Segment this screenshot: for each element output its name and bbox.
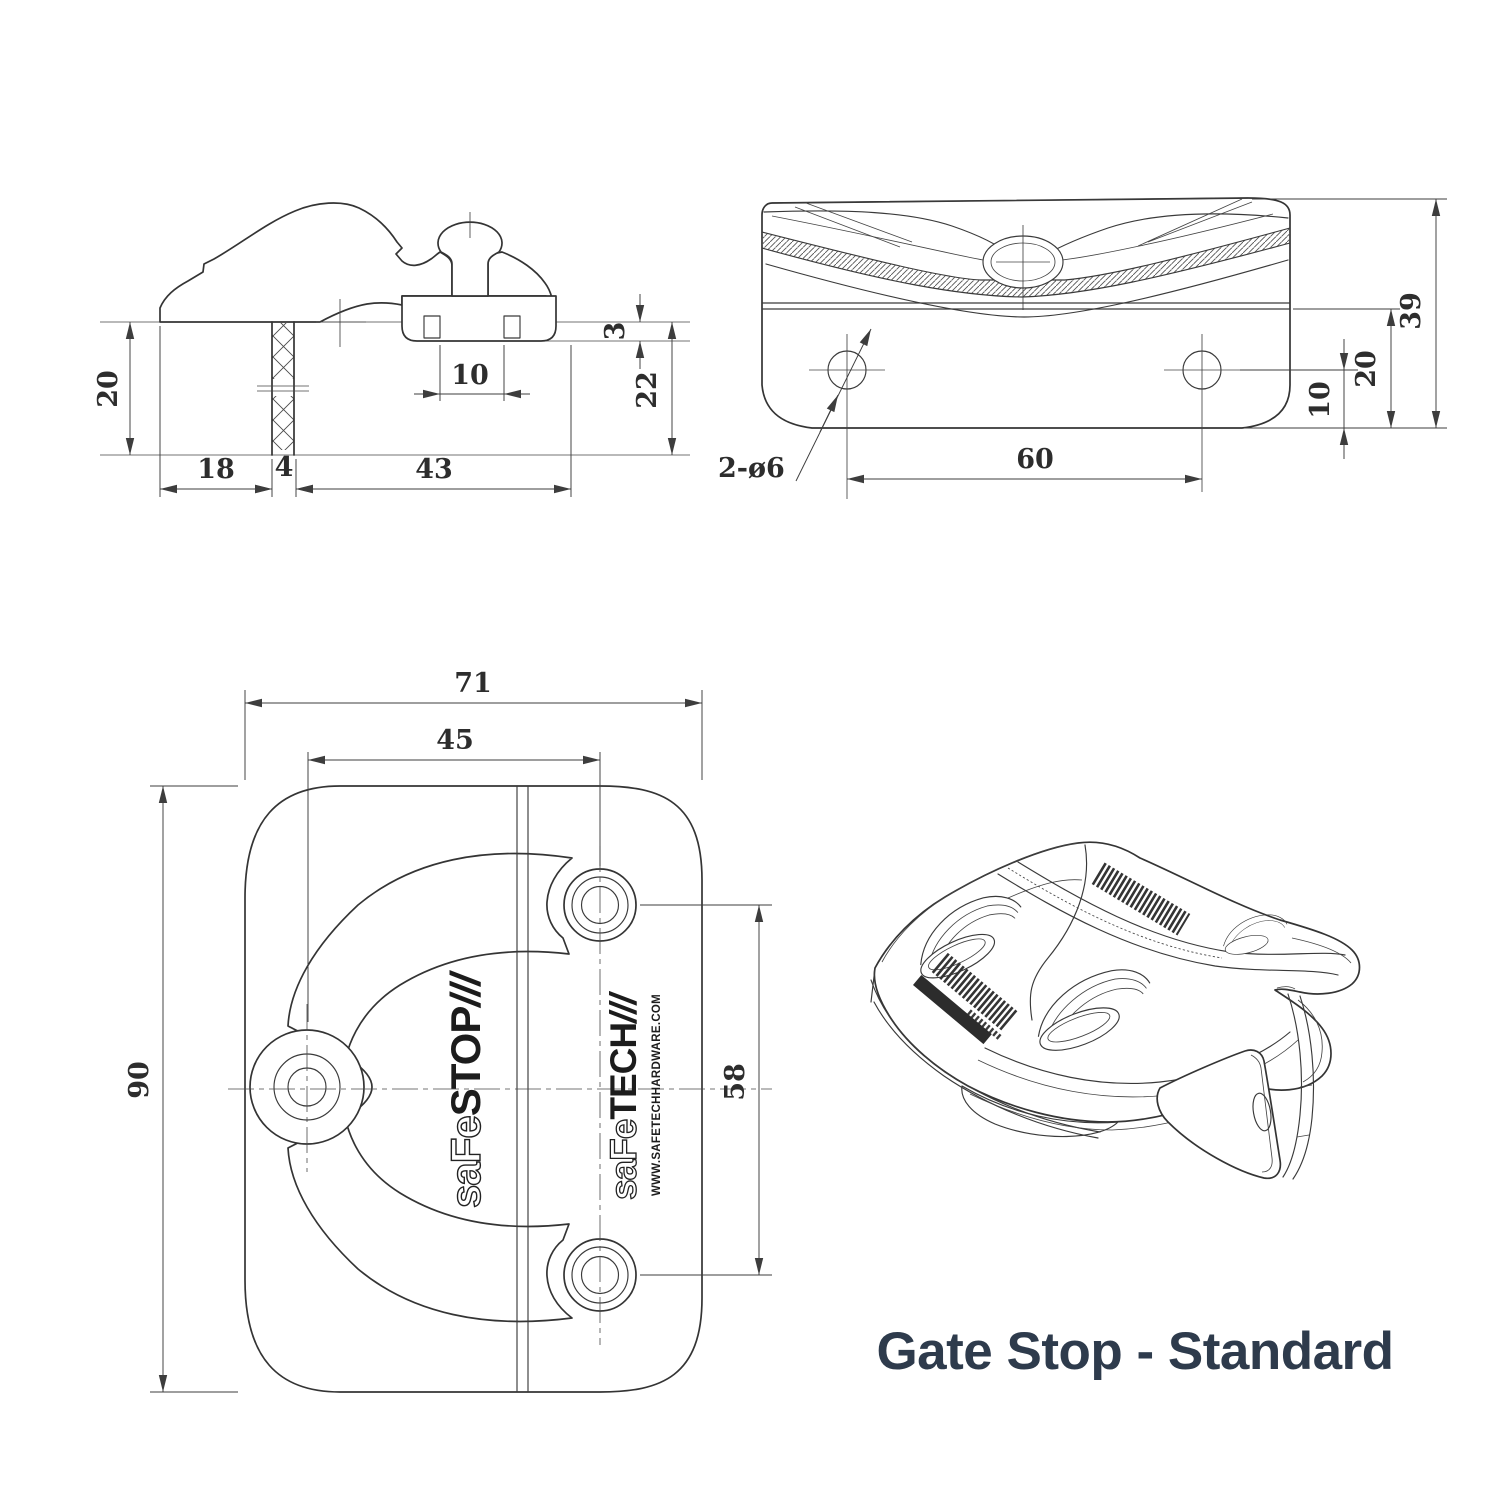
- dim-total-height: 39: [1396, 292, 1427, 330]
- dim-hole-offset: 10: [1305, 381, 1336, 419]
- dim-overall-width: 71: [454, 668, 492, 699]
- view-isometric: [870, 841, 1361, 1180]
- iso-body: [873, 841, 1361, 1123]
- iso-logo-ribbon-top: [1091, 862, 1191, 936]
- recess-centre: [1037, 969, 1151, 1051]
- iso-logo-ribbon-left: [912, 952, 1019, 1045]
- body-outline: [761, 197, 1291, 429]
- dim-hole-span-y: 58: [720, 1063, 751, 1101]
- dim-height-left: 20: [93, 370, 124, 408]
- view-front-elevation: 60 2-ø6 39 20 10: [718, 197, 1447, 499]
- dim-height-right: 22: [632, 371, 663, 409]
- dim-hole-pitch: 60: [1016, 444, 1054, 475]
- dim-holes-note: 2-ø6: [718, 453, 785, 484]
- bumper-band: [287, 852, 573, 1323]
- bracket-tab: [1156, 1049, 1282, 1180]
- dim-web: 4: [275, 452, 294, 483]
- dim-base-left: 18: [197, 454, 235, 485]
- clip-stem-section: [438, 222, 502, 296]
- dim-lip: 3: [600, 322, 631, 341]
- view-plan: saFeSTOP/// saFeTECH/// WWW.SAFETECHHARD…: [124, 668, 772, 1393]
- product-title: Gate Stop - Standard: [876, 1322, 1393, 1381]
- recess-right-wing: [1223, 914, 1288, 955]
- logo-url: WWW.SAFETECHHARDWARE.COM: [651, 994, 663, 1196]
- dim-hole-height: 20: [1351, 350, 1382, 388]
- dim-base-right: 43: [415, 454, 453, 485]
- dim-hole-span-x: 45: [436, 725, 474, 756]
- logo-safestop: saFeSTOP///: [442, 969, 489, 1208]
- bracket-slot: [1252, 1092, 1272, 1132]
- recess-upper-left: [920, 895, 1022, 979]
- logo-safetech: saFeTECH///: [603, 990, 644, 1200]
- dim-slot-pitch: 10: [451, 360, 489, 391]
- dim-overall-height: 90: [124, 1061, 155, 1099]
- base-plate: [244, 785, 703, 1393]
- view-cross-section: 20 18 4 43 10 3 22: [93, 202, 690, 497]
- rubber-bumper-section: [160, 202, 452, 322]
